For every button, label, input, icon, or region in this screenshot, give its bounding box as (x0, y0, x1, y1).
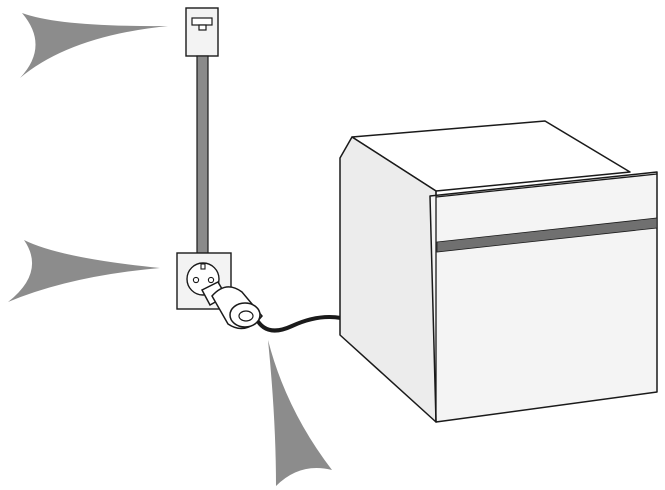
wall-socket-icon (176, 252, 232, 310)
door-handle-strip (436, 217, 658, 253)
appliance-cord (254, 315, 343, 333)
mains-plug-icon (200, 281, 263, 330)
appliance-cabinet (339, 120, 658, 423)
appliance-door (429, 171, 658, 423)
arrow-pointer-plug (268, 340, 332, 486)
arrow-pointer-fuse-box (20, 13, 168, 78)
arrow-pointer-socket (8, 240, 160, 302)
power-cable (196, 55, 209, 255)
fuse-box-icon (185, 7, 219, 57)
